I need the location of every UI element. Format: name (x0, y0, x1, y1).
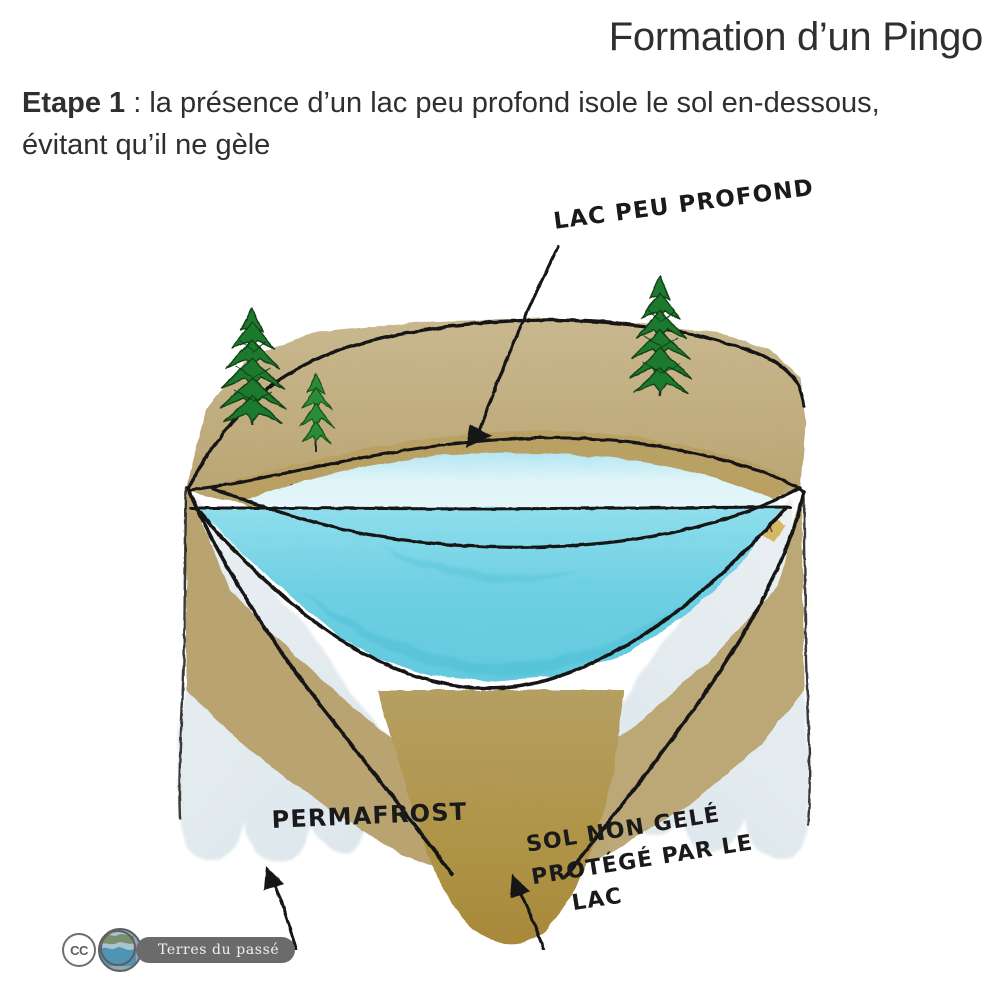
conifer-shrub-left (299, 373, 335, 452)
step-description: Etape 1 : la présence d’un lac peu profo… (22, 82, 972, 166)
pingo-diagram-illustration (0, 190, 1001, 950)
arrow-to-unfrozen-soil (510, 874, 546, 950)
watermark-credit: CC Terres du passé (62, 928, 296, 972)
step-body: : la présence d’un lac peu profond isole… (22, 87, 880, 162)
creative-commons-icon: CC (62, 933, 96, 967)
arrow-to-lake (466, 245, 560, 448)
globe-icon (98, 928, 142, 972)
conifer-tree-left (219, 307, 287, 425)
watermark-plate: Terres du passé (136, 937, 296, 963)
conifer-tree-right (629, 275, 693, 396)
watermark-text: Terres du passé (158, 942, 280, 958)
page-title: Formation d’un Pingo (608, 15, 984, 59)
diagram-outlines (178, 318, 811, 878)
step-label: Etape 1 (22, 87, 126, 119)
annotation-arrows (264, 245, 560, 950)
arrow-to-permafrost (264, 866, 298, 950)
